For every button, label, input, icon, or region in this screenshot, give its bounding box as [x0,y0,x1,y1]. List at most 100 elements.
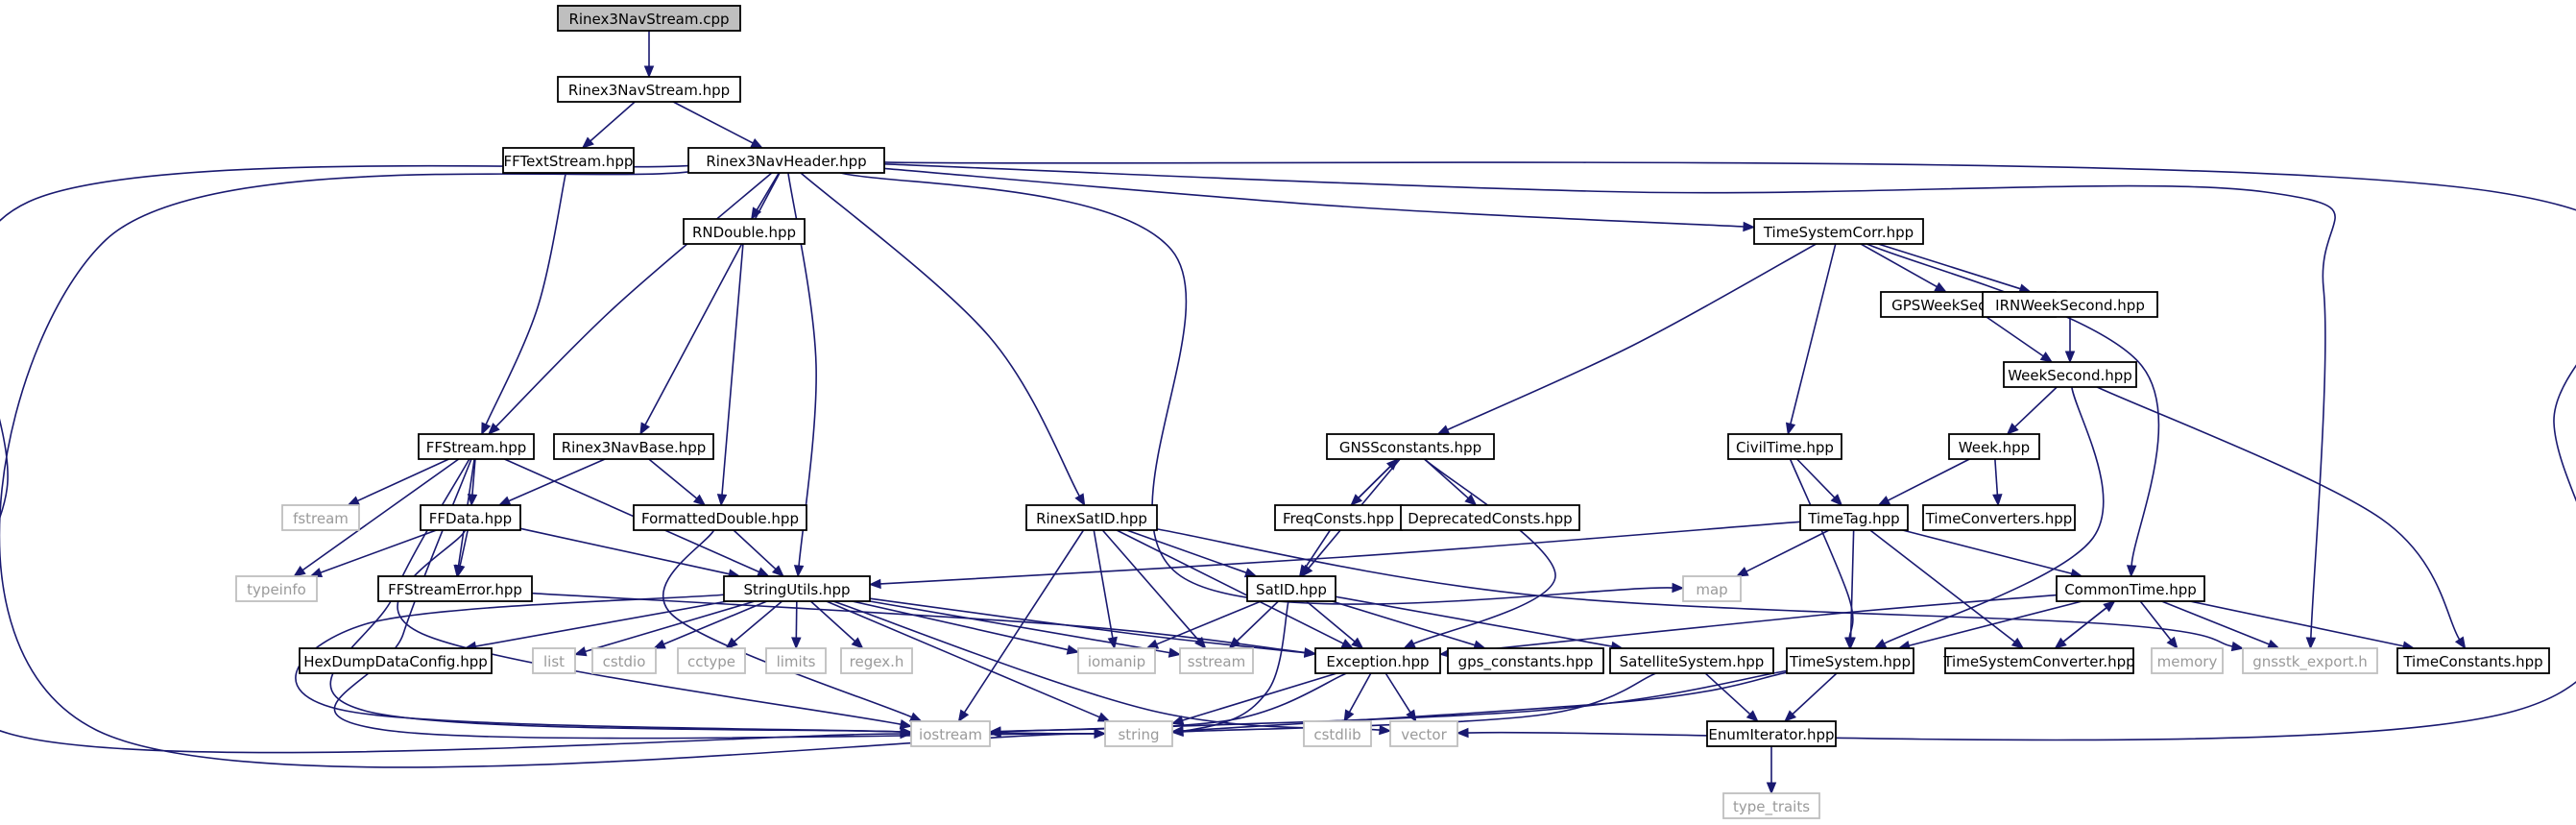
node-box [1389,720,1458,747]
include-edge-gpsweeksecond_hpp-to-weeksecond_hpp [1986,316,2044,357]
node-satid-hpp[interactable]: SatID.hpp [1246,575,1336,602]
node-hexdumpdataconfig-hpp[interactable]: HexDumpDataConfig.hpp [299,647,493,674]
node-label: FormattedDouble.hpp [641,510,799,527]
node-gps-constants-hpp[interactable]: gps_constants.hpp [1447,647,1604,674]
include-edge-rinex3navstream_hpp-to-fftextstream_hpp [590,101,636,142]
include-edge-satid_hpp-to-iomanip [1156,600,1262,645]
arrowhead-timesystem_hpp-to-iostream [988,726,1001,738]
include-edge-stringutils_hpp-to-cstdio [663,600,768,645]
node-timesystemcorr-hpp[interactable]: TimeSystemCorr.hpp [1753,218,1924,245]
include-edge-timetag_hpp-to-commontime_hpp [1902,529,2072,575]
node-ffstream-hpp[interactable]: FFStream.hpp [418,433,535,460]
node-fftextstream-hpp[interactable]: FFTextStream.hpp [502,147,635,174]
node-label: type_traits [1733,798,1810,816]
node-rinexsatid-hpp[interactable]: RinexSatID.hpp [1025,504,1158,531]
node-label: Rinex3NavHeader.hpp [706,153,866,170]
node-ffstreamerror-hpp[interactable]: FFStreamError.hpp [377,575,533,602]
include-edge-rinexsatid_hpp-to-iostream [963,529,1085,714]
node-satellitesystem-hpp[interactable]: SatelliteSystem.hpp [1609,647,1774,674]
node-iomanip: iomanip [1077,647,1156,674]
node-box [1104,720,1173,747]
node-rinex3navstream-cpp[interactable]: Rinex3NavStream.cpp [557,5,741,32]
node-weeksecond-hpp[interactable]: WeekSecond.hpp [2003,361,2137,388]
node-stringutils-hpp[interactable]: StringUtils.hpp [723,575,871,602]
arrowhead-rinexsatid_hpp-to-iostream [957,709,970,723]
node-label: memory [2157,653,2218,670]
node-label: FreqConsts.hpp [1283,510,1394,527]
arrowhead-stringutils_hpp-to-exception_hpp [1303,647,1317,658]
arrowhead-satellitesystem_hpp-to-enumiterator_hpp [1745,710,1759,722]
include-edge-ffdata_hpp-to-stringutils_hpp [519,527,730,575]
arrowhead-satid_hpp-to-exception_hpp [1351,637,1364,649]
node-label: SatelliteSystem.hpp [1620,653,1765,670]
node-label: TimeConverters.hpp [1925,510,2073,527]
node-timetag-hpp[interactable]: TimeTag.hpp [1799,504,1909,531]
node-label: TimeSystem.hpp [1789,653,1911,670]
node-irnweeksecond-hpp[interactable]: IRNWeekSecond.hpp [1982,291,2158,318]
node-box [1922,504,2076,531]
node-box [1722,792,1820,819]
arrowhead-timetag_hpp-to-timesystem_hpp [1845,637,1856,650]
node-sstream: sstream [1179,647,1254,674]
node-freqconsts-hpp[interactable]: FreqConsts.hpp [1274,504,1403,531]
include-edge-rndouble_hpp-to-formatteddouble_hpp [721,243,744,496]
include-edge-freqconsts_hpp-to-satid_hpp [1305,529,1332,569]
node-label: RinexSatID.hpp [1036,510,1147,527]
include-edge-ffdata_hpp-to-ffstreamerror_hpp [459,529,469,567]
node-label: IRNWeekSecond.hpp [1995,297,2145,314]
node-deprecatedconsts-hpp[interactable]: DeprecatedConsts.hpp [1400,504,1580,531]
arrowhead-stringutils_hpp-to-vector [1379,724,1392,736]
node-rinex3navstream-hpp[interactable]: Rinex3NavStream.hpp [557,76,741,103]
arrowhead-stringutils_hpp-to-string [1096,712,1111,722]
node-enumiterator-hpp[interactable]: EnumIterator.hpp [1706,720,1837,747]
node-formatteddouble-hpp[interactable]: FormattedDouble.hpp [633,504,807,531]
node-label: Exception.hpp [1326,653,1429,670]
node-gnssconstants-hpp[interactable]: GNSSconstants.hpp [1326,433,1495,460]
arrowhead-ffstream_hpp-to-fstream [347,496,361,506]
arrowhead-stringutils_hpp-to-iomanip [1066,644,1080,655]
include-edge-stringutils_hpp-to-list [585,600,756,653]
node-label: regex.h [850,653,904,670]
node-timesystemconverter-hpp[interactable]: TimeSystemConverter.hpp [1942,647,2135,674]
node-box [1706,720,1837,747]
node-civiltime-hpp[interactable]: CivilTime.hpp [1727,433,1842,460]
include-edge-satid_hpp-to-sstream [1236,600,1280,642]
node-timeconverters-hpp[interactable]: TimeConverters.hpp [1922,504,2076,531]
node-box [2151,647,2224,674]
node-rinex3navbase-hpp[interactable]: Rinex3NavBase.hpp [553,433,714,460]
arrowhead-stringutils_hpp-to-sstream [1168,647,1182,658]
include-edge-rinex3navheader_hpp-to-rinex3navbase_hpp [644,172,781,425]
arrowhead-gnssconstants_hpp-to-deprecatedconsts_hpp [1464,494,1478,506]
node-rinex3navheader-hpp[interactable]: Rinex3NavHeader.hpp [687,147,885,174]
node-timesystem-hpp[interactable]: TimeSystem.hpp [1786,647,1914,674]
include-edge-timesystemconverter_hpp-to-commontime_hpp [2054,607,2107,649]
node-label: string [1118,726,1159,743]
node-rndouble-hpp[interactable]: RNDouble.hpp [683,218,806,245]
node-box [1727,433,1842,460]
include-edge-weeksecond_hpp-to-timeconstants_hpp [2096,386,2461,641]
arrowhead-rinexsatid_hpp-to-exception_hpp [1340,639,1355,649]
node-ffdata-hpp[interactable]: FFData.hpp [420,504,521,531]
include-edge-ffstream_hpp-to-fstream [357,458,449,502]
node-exception-hpp[interactable]: Exception.hpp [1314,647,1441,674]
node-box [1948,433,2040,460]
node-commontime-hpp[interactable]: CommonTime.hpp [2056,575,2205,602]
include-edge-stringutils_hpp-to-string [826,600,1100,718]
node-label: cctype [687,653,735,670]
include-edge-timetag_hpp-to-map [1745,529,1830,572]
node-label: iostream [919,726,982,743]
arrowhead-weeksecond_hpp-to-week_hpp [2006,423,2019,435]
node-label: Rinex3NavStream.hpp [568,82,730,99]
include-edge-timetag_hpp-to-stringutils_hpp [879,521,1801,585]
arrowhead-timesystemcorr_hpp-to-civiltime_hpp [1785,422,1796,436]
node-label: map [1696,581,1727,598]
node-string: string [1104,720,1173,747]
node-week-hpp[interactable]: Week.hpp [1948,433,2040,460]
arrowhead-weeksecond_hpp-to-timesystem_hpp [1873,639,1888,649]
include-edge-stringutils_hpp-to-hexdumpdataconfig_hpp [475,600,728,647]
include-edge-satid_hpp-to-satellitesystem_hpp [1335,595,1613,647]
arrowhead-rinexsatid_hpp-to-sstream [1194,636,1207,649]
node-label: typeinfo [247,581,306,598]
include-edge-satid_hpp-to-gps_constants_hpp [1332,600,1476,646]
node-timeconstants-hpp[interactable]: TimeConstants.hpp [2396,647,2550,674]
